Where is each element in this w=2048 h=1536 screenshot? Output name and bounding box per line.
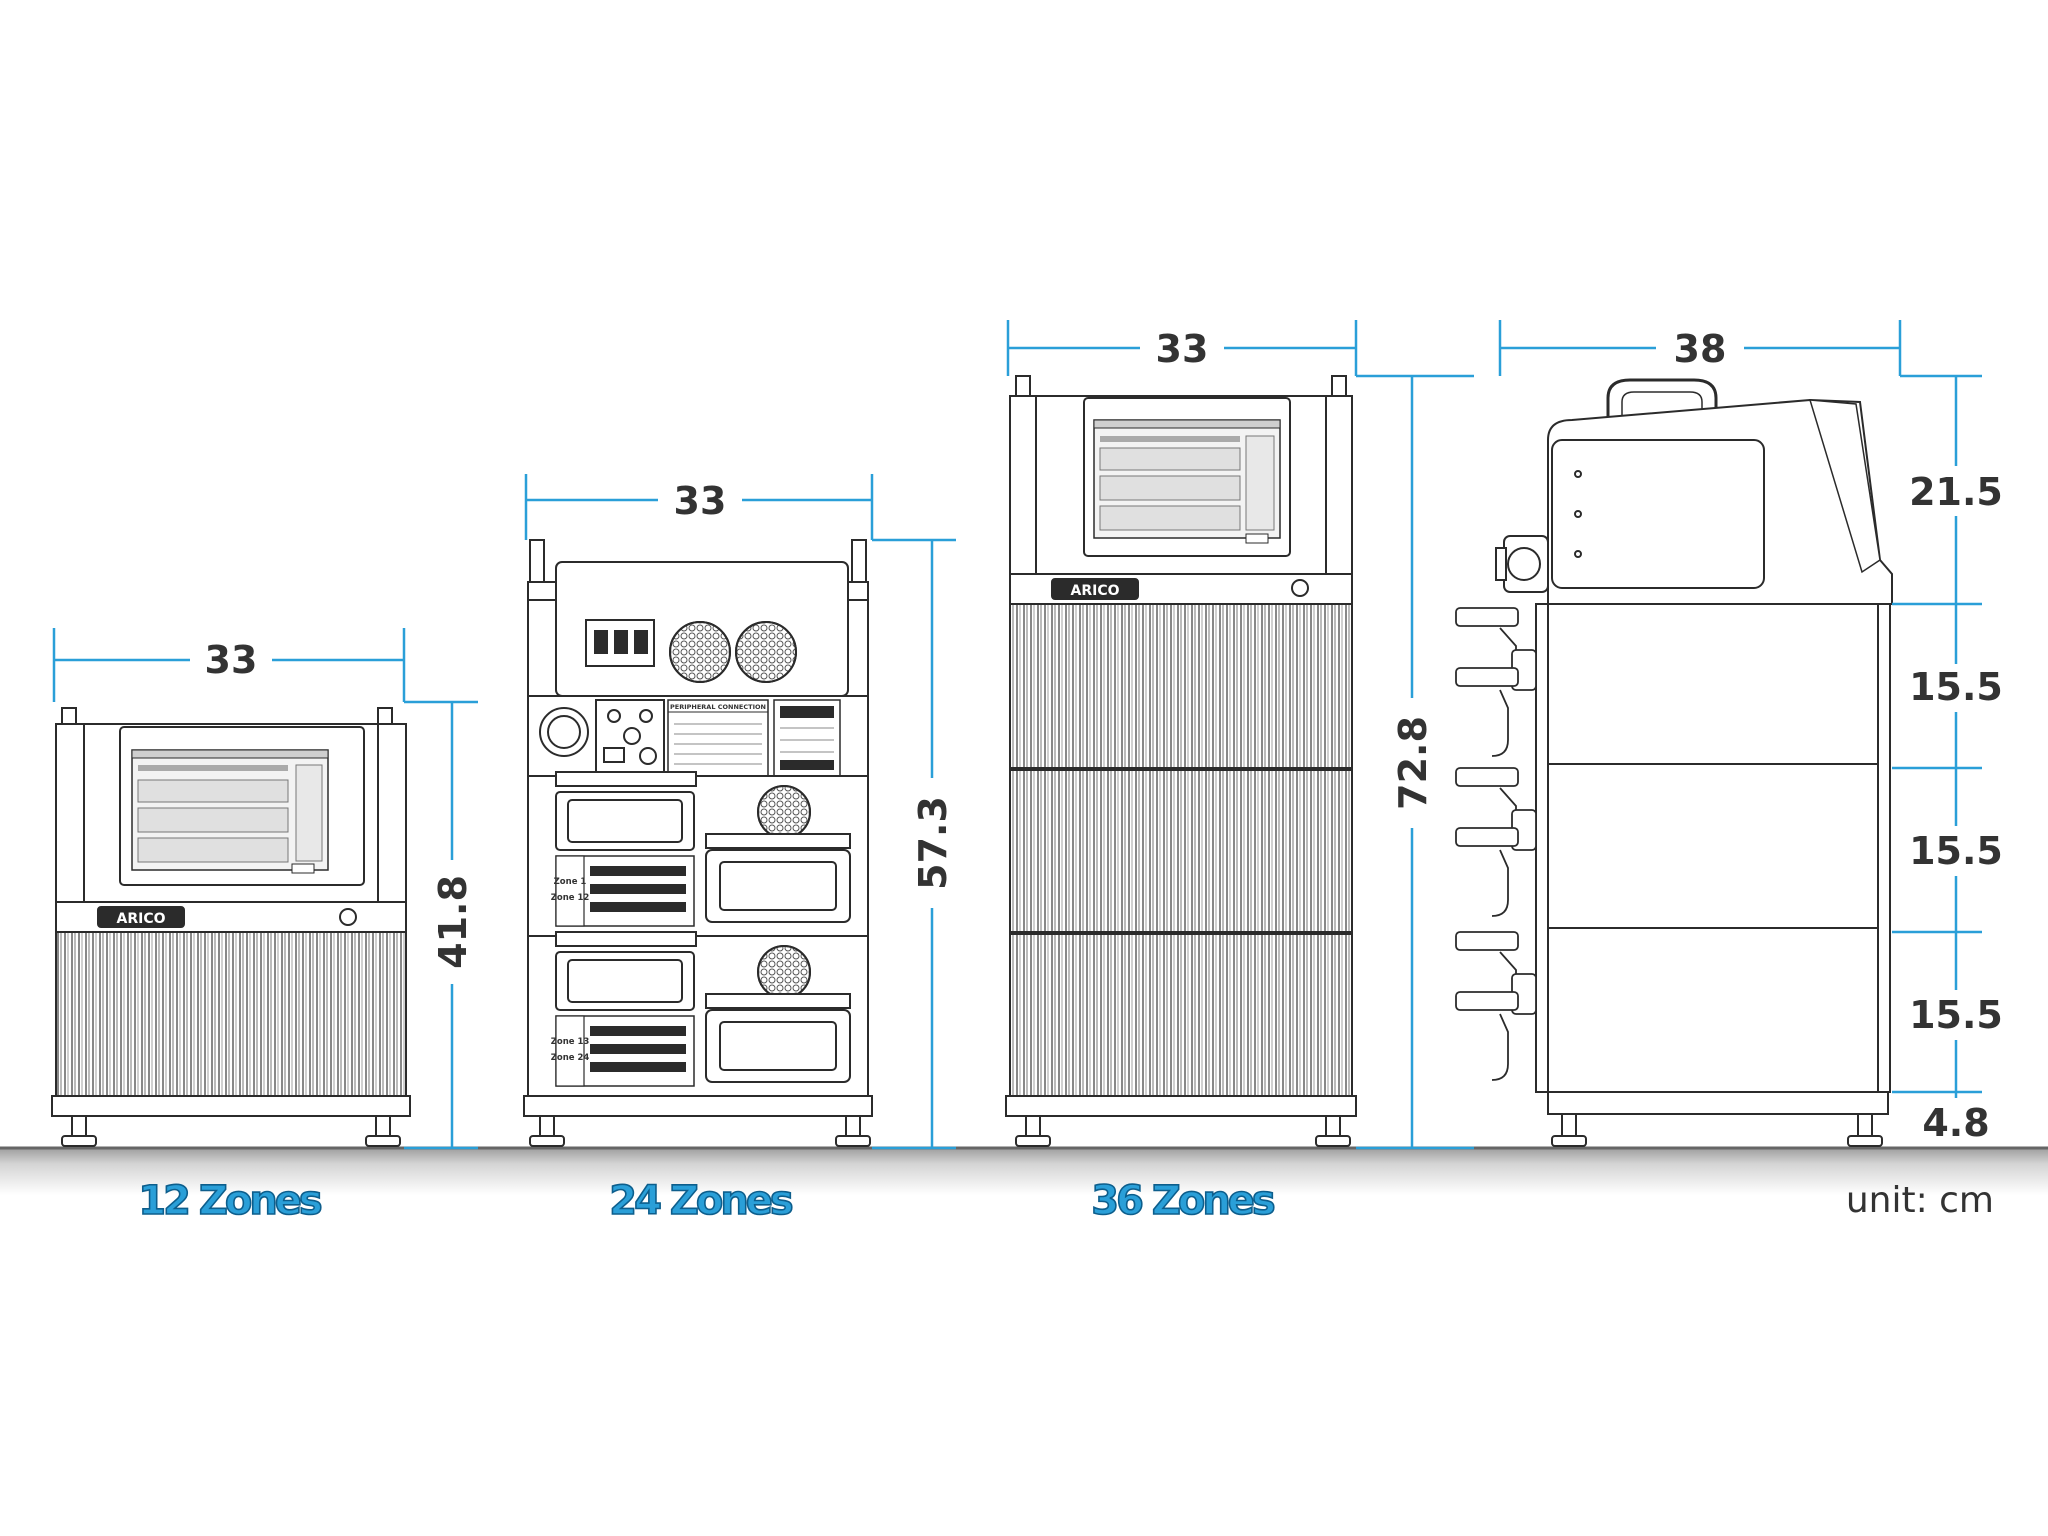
floor-shadow <box>0 1147 2048 1195</box>
side-segment-4: 15.5 <box>1909 993 2003 1037</box>
dimension-lines-24 <box>524 474 956 1150</box>
side-view-unit <box>1455 378 1893 1147</box>
height-label-12: 41.8 <box>431 875 475 969</box>
brand-logo-36: ARICO <box>1071 583 1120 599</box>
width-label-side: 38 <box>1674 327 1727 371</box>
dimension-lines-36 <box>1006 320 1474 1150</box>
dimension-lines-12 <box>52 628 478 1150</box>
dimension-lines-side <box>1498 320 1982 1098</box>
side-segment-1: 21.5 <box>1909 470 2003 514</box>
height-label-24: 57.3 <box>911 796 955 890</box>
unit-12-zones <box>51 707 411 1147</box>
zones-label-24: 24 Zones <box>609 1178 792 1224</box>
width-label-36: 33 <box>1156 327 1209 371</box>
side-connectors <box>1455 607 1537 1081</box>
connector-label-zone-1: Zone 1 <box>554 877 587 887</box>
side-segment-5: 4.8 <box>1922 1101 1989 1145</box>
unit-36-zones <box>1005 375 1357 1147</box>
connector-label-zone-13: Zone 13 <box>551 1037 590 1047</box>
width-label-12: 33 <box>205 638 258 682</box>
brand-logo-12: ARICO <box>117 911 166 927</box>
zones-label-12: 12 Zones <box>138 1178 321 1224</box>
unit-24-zones <box>523 539 873 1147</box>
connector-label-zone-12: Zone 12 <box>551 893 590 903</box>
height-label-36: 72.8 <box>1391 716 1435 810</box>
peripheral-connection-title: PERIPHERAL CONNECTION <box>670 703 766 711</box>
side-segment-2: 15.5 <box>1909 665 2003 709</box>
unit-note: unit: cm <box>1846 1180 1994 1221</box>
zones-label-36: 36 Zones <box>1091 1178 1274 1224</box>
width-label-24: 33 <box>674 479 727 523</box>
side-segment-3: 15.5 <box>1909 829 2003 873</box>
connector-label-zone-24: Zone 24 <box>551 1053 590 1063</box>
